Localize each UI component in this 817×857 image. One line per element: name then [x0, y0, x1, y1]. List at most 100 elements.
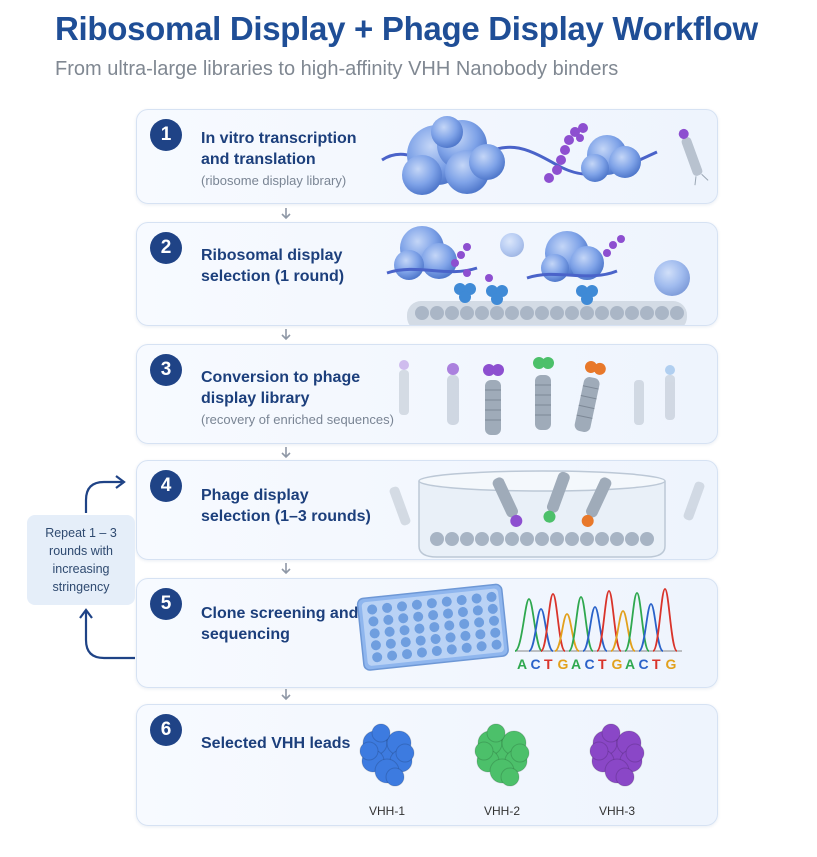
plate-well	[491, 639, 502, 650]
sequence-letter: A	[571, 656, 581, 672]
step-3-title: Conversion to phage display library	[201, 369, 361, 407]
plate-well	[456, 595, 467, 606]
step-4-number: 4	[150, 470, 182, 502]
plate-well	[413, 611, 424, 622]
plate-well	[457, 606, 468, 617]
vhh-3-label: VHH-3	[599, 804, 636, 818]
plate-well	[444, 620, 455, 631]
plate-well	[471, 593, 482, 604]
chromatogram	[514, 588, 682, 652]
plate-well	[441, 596, 452, 607]
plate-well	[430, 634, 441, 645]
down-arrow-icon	[281, 563, 291, 575]
plate-well	[385, 638, 396, 649]
plate-well	[475, 629, 486, 640]
plate-well	[460, 630, 471, 641]
plate-well	[490, 627, 501, 638]
repeat-note: Repeat 1 – 3 rounds with increasing stri…	[27, 515, 135, 605]
step-2-title: Ribosomal display selection (1 round)	[201, 247, 345, 285]
step-3-subtitle: (recovery of enriched sequences)	[201, 412, 394, 427]
sequence-letter: A	[517, 656, 527, 672]
step-4-title: Phage display selection (1–3 rounds)	[201, 487, 371, 525]
plate-well	[416, 647, 427, 658]
plate-well	[428, 610, 439, 621]
plate-well	[398, 613, 409, 624]
plate-well	[402, 649, 413, 660]
plate-well	[369, 628, 380, 639]
phage-selection-illustration	[389, 470, 705, 558]
step-4-card: 4 Phage display selection (1–3 rounds)	[136, 460, 718, 560]
plate-well	[489, 615, 500, 626]
plate-well	[431, 645, 442, 656]
plate-well	[370, 640, 381, 651]
sequence-letter: T	[598, 656, 607, 672]
plate-well	[429, 622, 440, 633]
plate-well	[476, 641, 487, 652]
plate-well	[472, 605, 483, 616]
step-1-card: 1 In vitro transcription and translation…	[136, 109, 718, 204]
plate-well	[487, 603, 498, 614]
plate-well	[474, 617, 485, 628]
plate-well	[445, 632, 456, 643]
ribosome-selection-illustration	[386, 226, 690, 325]
step-6-card: 6 Selected VHH leads VHH-1 VHH-2 VHH-3	[136, 704, 718, 826]
sequence-letter: C	[585, 656, 595, 672]
sequence-letter: T	[652, 656, 661, 672]
step-1-subtitle: (ribosome display library)	[201, 173, 347, 188]
vhh-3-structure	[589, 723, 645, 787]
vhh-leads-illustration	[359, 723, 645, 787]
step-2-card: 2 Ribosomal display selection (1 round)	[136, 222, 718, 326]
phage-library-illustration	[399, 357, 675, 435]
step-1-number: 1	[150, 119, 182, 151]
plate-well	[387, 650, 398, 661]
sequence-letter: G	[666, 656, 677, 672]
plate-well	[399, 625, 410, 636]
down-arrow-icon	[281, 208, 291, 220]
plate-well	[486, 591, 497, 602]
sequence-letter: C	[639, 656, 649, 672]
step-6-title: Selected VHH leads	[201, 735, 351, 752]
plate-well	[446, 644, 457, 655]
vhh-1-label: VHH-1	[369, 804, 406, 818]
step-3-number: 3	[150, 354, 182, 386]
vhh-2-label: VHH-2	[484, 804, 521, 818]
plate-well	[383, 614, 394, 625]
down-arrow-icon	[281, 329, 291, 341]
plate-well	[411, 599, 422, 610]
plate-well	[397, 601, 408, 612]
sequence-letter: G	[612, 656, 623, 672]
step-6-number: 6	[150, 714, 182, 746]
step-5-title: Clone screening and sequencing	[201, 605, 359, 643]
plate-well	[415, 635, 426, 646]
step-2-number: 2	[150, 232, 182, 264]
vhh-2-structure	[474, 723, 530, 787]
ribosome-translation-illustration	[381, 116, 709, 195]
plate-well	[426, 598, 437, 609]
plate-well	[459, 618, 470, 629]
plate-well	[372, 652, 383, 663]
sequence-letter: G	[558, 656, 569, 672]
plate-well	[414, 623, 425, 634]
plate-well	[382, 602, 393, 613]
step-1-title: In vitro transcription and translation	[201, 130, 357, 168]
step-5-number: 5	[150, 588, 182, 620]
plate-well	[384, 626, 395, 637]
repeat-loop-arrow	[79, 475, 135, 660]
down-arrow-icon	[281, 447, 291, 459]
sequence-letter: C	[531, 656, 541, 672]
step-3-card: 3 Conversion to phage display library (r…	[136, 344, 718, 444]
vhh-1-structure	[359, 723, 415, 787]
plate-well	[368, 616, 379, 627]
sequence-letter: T	[544, 656, 553, 672]
page-subtitle: From ultra-large libraries to high-affin…	[55, 58, 619, 80]
page-title: Ribosomal Display + Phage Display Workfl…	[55, 10, 758, 47]
plate-well	[400, 637, 411, 648]
sequence-letter: A	[625, 656, 635, 672]
plate-well	[443, 608, 454, 619]
plate-well	[367, 604, 378, 615]
plate-well	[461, 642, 472, 653]
down-arrow-icon	[281, 689, 291, 701]
